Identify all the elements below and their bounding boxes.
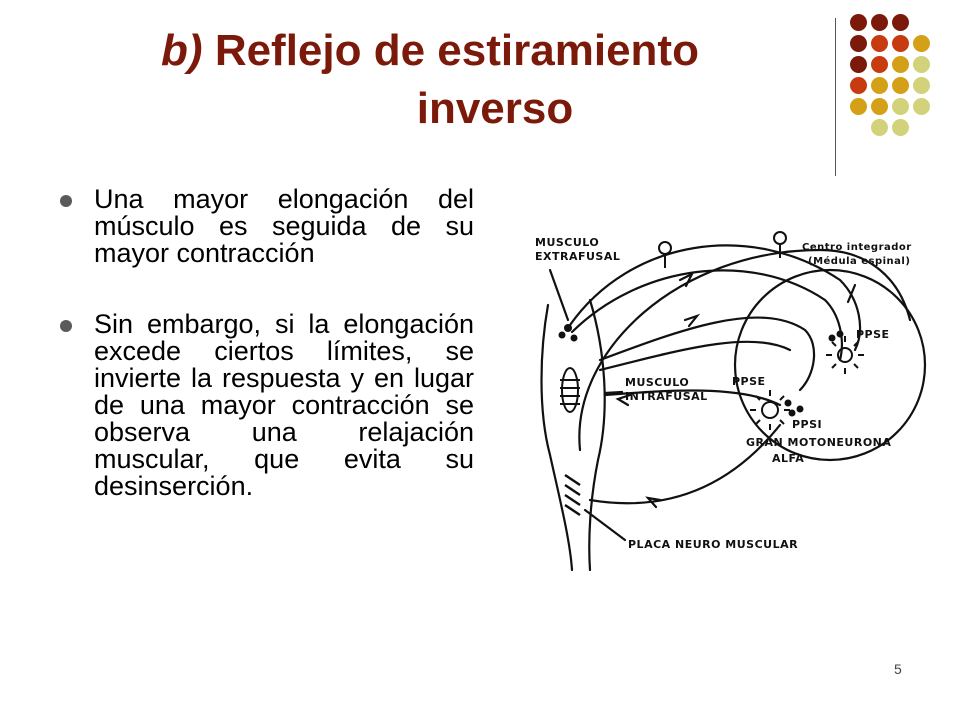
afferent-path-inner	[570, 269, 843, 362]
label-musculo-intrafusal-1: MUSCULO	[625, 376, 689, 389]
slide-title: b) Reflejo de estiramiento inverso	[40, 22, 820, 138]
spinal-cord-outline	[733, 268, 927, 462]
bullet-marker-icon	[60, 195, 72, 207]
decorative-dot	[892, 98, 909, 115]
decorative-dot	[871, 98, 888, 115]
decorative-dot	[892, 77, 909, 94]
decorative-dot	[913, 56, 930, 73]
bullet-text-2: Sin embargo, si la elongación excede cie…	[94, 309, 474, 501]
decorative-dot	[871, 14, 888, 31]
decorative-dot	[850, 35, 867, 52]
intrafusal-path-a	[598, 316, 816, 392]
label-placa-neuromuscular: PLACA NEURO MUSCULAR	[628, 538, 798, 551]
muscle-outline-right	[588, 298, 606, 572]
decorative-dot	[850, 98, 867, 115]
leader-centro	[846, 283, 857, 304]
bullet-marker-icon	[60, 320, 72, 332]
arrow-up-icon	[678, 271, 695, 288]
label-alfa: ALFA	[772, 452, 804, 465]
arrow-mid-icon	[683, 313, 701, 328]
decorative-dot	[850, 14, 867, 31]
decorative-dot	[850, 77, 867, 94]
muscle-outline-left	[540, 303, 574, 572]
label-musculo-extrafusal-2: EXTRAFUSAL	[535, 250, 620, 263]
label-centro-integrador: Centro integrador	[802, 242, 912, 253]
leader-extrafusal	[548, 268, 570, 322]
title-prefix: b)	[161, 26, 203, 75]
bullet-item-1: Una mayor elongación del músculo es segu…	[60, 186, 474, 267]
arrow-left-icon	[615, 393, 632, 407]
label-musculo-intrafusal-2: INTRAFUSAL	[625, 390, 708, 403]
decorative-dot	[913, 98, 930, 115]
bullet-item-2: Sin embargo, si la elongación excede cie…	[60, 311, 474, 500]
decorative-dot	[892, 14, 909, 31]
label-musculo-extrafusal-1: MUSCULO	[535, 236, 599, 249]
intrafusal-path-b	[598, 340, 792, 372]
decorative-dot	[913, 35, 930, 52]
bullet-text-1: Una mayor elongación del músculo es segu…	[94, 184, 474, 268]
decorative-dot	[913, 77, 930, 94]
header-divider	[835, 18, 836, 176]
arrow-left-lower-icon	[645, 496, 662, 509]
afferent-path-outer	[568, 244, 862, 352]
stretch-reflex-diagram: MUSCULO EXTRAFUSAL Centro integrador (Mé…	[535, 231, 927, 572]
decorative-dot	[871, 35, 888, 52]
title-line-2: inverso	[416, 84, 574, 133]
decorative-dot	[871, 56, 888, 73]
decorative-dot	[871, 77, 888, 94]
title-line-1-text: Reflejo de estiramiento	[214, 26, 699, 75]
slide-number: 5	[894, 661, 902, 677]
label-ppse-mid: PPSE	[732, 375, 766, 388]
decorative-dot	[871, 119, 888, 136]
efferent-alpha-path	[588, 423, 782, 505]
decorative-dot	[892, 119, 909, 136]
label-ppse-top: PPSE	[856, 328, 890, 341]
outer-arc	[578, 248, 912, 452]
bullet-list: Una mayor elongación del músculo es segu…	[60, 186, 474, 500]
decorative-dot	[850, 56, 867, 73]
leader-placa	[583, 508, 627, 542]
efferent-to-intrafusal	[603, 389, 782, 407]
decorative-dot	[892, 35, 909, 52]
label-ppsi: PPSI	[792, 418, 822, 431]
label-medula-espinal: (Médula espinal)	[808, 255, 910, 267]
leader-intrafusal	[603, 390, 624, 395]
decorative-dot	[892, 56, 909, 73]
label-gran-motoneurona: GRAN MOTONEURONA	[746, 436, 891, 449]
title-line-1: b) Reflejo de estiramiento	[40, 22, 820, 80]
